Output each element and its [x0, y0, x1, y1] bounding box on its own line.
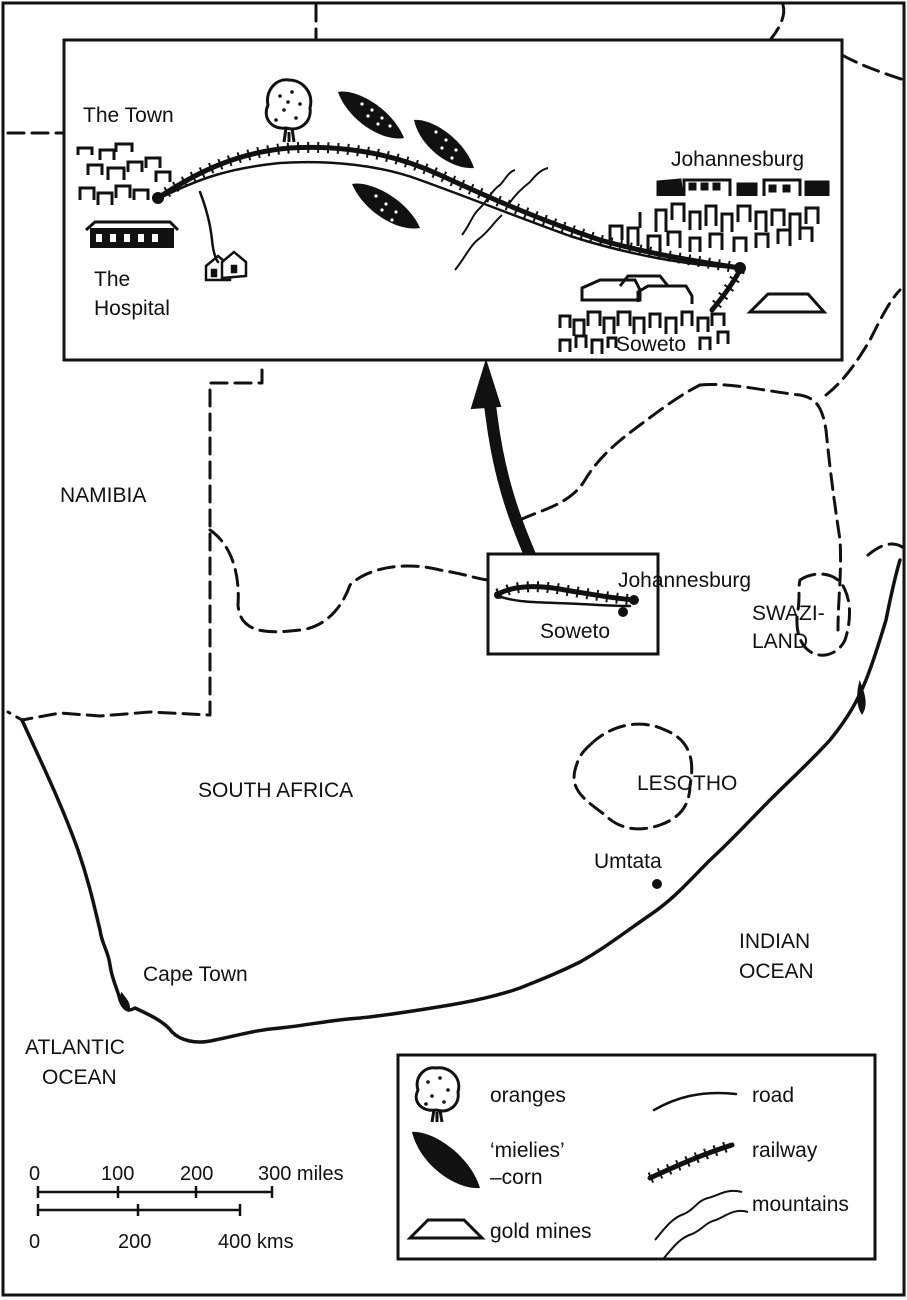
zimbabwe-border — [518, 383, 702, 522]
legend-label-oranges: oranges — [490, 1084, 566, 1107]
label-south-africa: SOUTH AFRICA — [198, 779, 353, 802]
border-east-top — [866, 542, 906, 557]
locator-box: Johannesburg Soweto — [486, 552, 751, 656]
corn-fields — [338, 91, 474, 229]
label-namibia: NAMIBIA — [60, 484, 146, 507]
scale-km-0: 0 — [29, 1231, 40, 1253]
legend-label-road: road — [752, 1084, 794, 1107]
label-locator-soweto: Soweto — [540, 620, 610, 643]
label-the-hospital-1: The — [94, 268, 130, 291]
label-the-town: The Town — [83, 104, 174, 127]
scale-miles-line — [36, 1186, 274, 1198]
legend-gold-mine-icon — [406, 1218, 486, 1240]
label-locator-johannesburg: Johannesburg — [618, 569, 751, 592]
namibia-border — [6, 368, 264, 722]
scale-bar: 0 100 200 300 miles 0 200 400 kms — [29, 1163, 344, 1253]
legend-frame — [396, 1053, 877, 1261]
legend: oranges ‘mielies’ –corn gold mines road … — [396, 1053, 877, 1261]
scale-miles-300: 300 miles — [258, 1163, 344, 1185]
umtata-dot — [652, 879, 662, 889]
railway-soweto-link — [709, 267, 743, 313]
border-top-3 — [840, 53, 906, 82]
legend-railway-ties — [647, 1139, 734, 1184]
legend-label-mountains: mountains — [752, 1193, 849, 1216]
locator-frame — [486, 552, 660, 656]
hospital-icon — [85, 220, 180, 248]
town-station — [152, 192, 164, 204]
town-buildings — [76, 142, 172, 205]
johannesburg-buildings — [608, 178, 830, 252]
legend-label-mielies-1: ‘mielies’ — [490, 1139, 565, 1162]
legend-label-mielies-2: –corn — [490, 1166, 543, 1189]
border-ne-2 — [824, 288, 902, 397]
label-swaziland-1: SWAZI- — [752, 602, 825, 625]
scale-km-line — [36, 1204, 242, 1216]
label-swaziland-2: LAND — [752, 630, 808, 653]
legend-corn-leaf-icon — [412, 1131, 480, 1189]
locator-town-dot — [494, 591, 502, 599]
scale-miles-0: 0 — [29, 1163, 40, 1185]
label-atlantic-ocean-2: OCEAN — [42, 1066, 117, 1089]
scale-miles-100: 100 — [101, 1163, 134, 1185]
botswana-border — [208, 528, 492, 634]
arrow-icon — [470, 358, 536, 558]
locator-johannesburg-dot — [629, 595, 639, 605]
road-to-houses — [198, 190, 220, 264]
legend-label-railway: railway — [752, 1139, 818, 1162]
soweto-buildings — [558, 274, 730, 354]
border-top-2 — [768, 3, 786, 42]
label-umtata: Umtata — [594, 850, 662, 873]
swaziland-border — [795, 572, 851, 657]
scale-km-400: 400 kms — [218, 1231, 294, 1253]
coast-mark-cape — [120, 991, 130, 1013]
legend-road-icon — [652, 1091, 738, 1112]
label-inset-johannesburg: Johannesburg — [671, 148, 804, 171]
coastline — [20, 558, 902, 1044]
label-cape-town: Cape Town — [143, 963, 248, 986]
railway-inset — [155, 144, 743, 271]
coast-mark-east — [857, 679, 866, 716]
label-inset-soweto: Soweto — [616, 333, 686, 356]
orange-tree-icon — [264, 78, 313, 143]
scale-km-200: 200 — [118, 1231, 151, 1253]
country-borders — [6, 3, 906, 831]
label-the-hospital-2: Hospital — [94, 297, 170, 320]
legend-mountains-icon — [654, 1189, 749, 1259]
locator-soweto-dot — [618, 607, 628, 617]
scale-miles-200: 200 — [180, 1163, 213, 1185]
locator-railway — [495, 584, 637, 603]
label-atlantic-ocean-1: ATLANTIC — [25, 1036, 125, 1059]
label-lesotho: LESOTHO — [637, 772, 737, 795]
gold-mine-icon — [746, 292, 828, 314]
inset-frame — [62, 38, 844, 362]
label-indian-ocean-2: OCEAN — [739, 960, 814, 983]
label-indian-ocean-1: INDIAN — [739, 930, 810, 953]
inset-map: The Town The Hospital Johannesburg Sowet… — [62, 38, 844, 362]
border-ne-1 — [698, 382, 843, 632]
house-icon — [204, 250, 248, 282]
legend-orange-tree-icon — [414, 1066, 461, 1123]
lesotho-border — [572, 722, 694, 831]
legend-label-gold-mines: gold mines — [490, 1220, 592, 1243]
locator-road — [496, 594, 632, 608]
